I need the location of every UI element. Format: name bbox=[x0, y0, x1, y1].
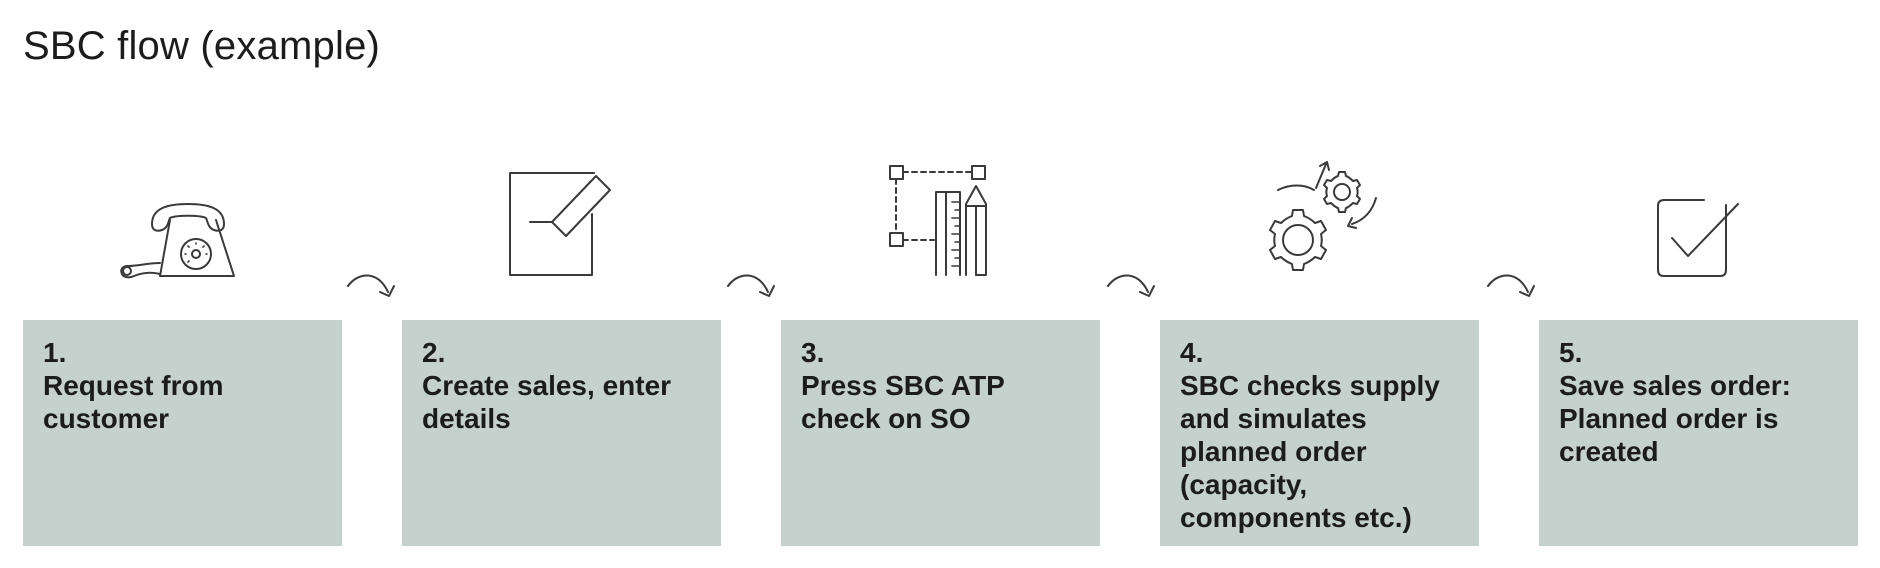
connector-arrow-3 bbox=[1102, 268, 1162, 308]
connector-arrow-4 bbox=[1482, 268, 1542, 308]
step-text: Save sales order: Planned order is creat… bbox=[1559, 370, 1791, 467]
step-text: Create sales, enter details bbox=[422, 370, 672, 434]
step-text: SBC checks supply and simulates planned … bbox=[1180, 370, 1440, 533]
step-text: Request from customer bbox=[43, 370, 224, 434]
connector-arrow-1 bbox=[342, 268, 402, 308]
step-box-5: 5. Save sales order: Planned order is cr… bbox=[1539, 320, 1858, 546]
telephone-icon bbox=[108, 160, 258, 290]
page-title: SBC flow (example) bbox=[23, 24, 381, 68]
step-number: 3. bbox=[801, 337, 825, 368]
checkbox-checked-icon bbox=[1640, 160, 1790, 290]
step-box-2: 2. Create sales, enter details bbox=[402, 320, 721, 546]
step-number: 2. bbox=[422, 337, 446, 368]
step-box-4: 4. SBC checks supply and simulates plann… bbox=[1160, 320, 1479, 546]
gears-icon bbox=[1260, 160, 1410, 290]
connector-arrow-2 bbox=[722, 268, 782, 308]
step-box-3: 3. Press SBC ATP check on SO bbox=[781, 320, 1100, 546]
step-number: 1. bbox=[43, 337, 67, 368]
step-text: Press SBC ATP check on SO bbox=[801, 370, 1005, 434]
edit-document-icon bbox=[500, 160, 650, 290]
step-number: 4. bbox=[1180, 337, 1204, 368]
step-number: 5. bbox=[1559, 337, 1583, 368]
step-box-1: 1. Request from customer bbox=[23, 320, 342, 546]
design-tools-icon bbox=[880, 160, 1030, 290]
